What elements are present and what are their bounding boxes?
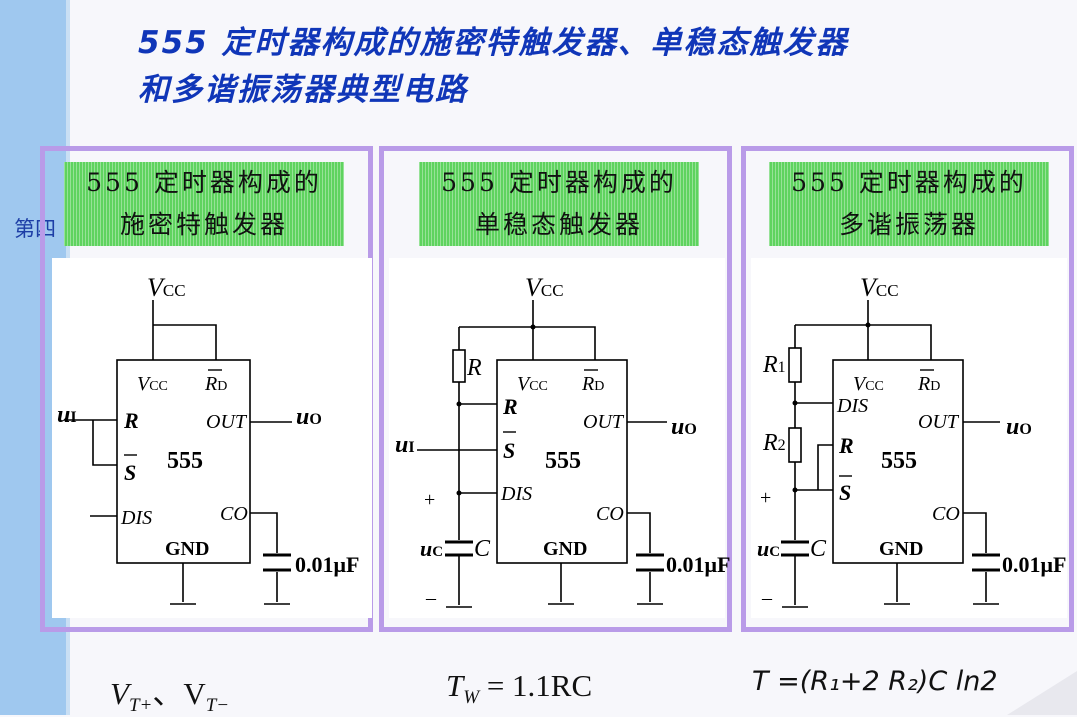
panel-header-astable: 555 定时器构成的 多谐振荡器 bbox=[769, 162, 1049, 246]
resistor-r1 bbox=[788, 347, 802, 383]
slide-title: 555 定时器构成的施密特触发器、单稳态触发器 和多谐振荡器典型电路 bbox=[138, 20, 849, 114]
panel-header-schmitt: 555 定时器构成的 施密特触发器 bbox=[64, 162, 344, 246]
pin-s-label: S bbox=[124, 460, 136, 485]
circuit-area-astable bbox=[751, 258, 1067, 618]
pin-rd-label: RD bbox=[204, 373, 227, 395]
pin-r-label: R bbox=[502, 394, 518, 419]
pin-co-label: CO bbox=[220, 503, 248, 525]
panel-header-line-1: 555 定时器构成的 bbox=[441, 168, 677, 197]
junction-dot bbox=[865, 322, 871, 328]
vcc-label: VCC bbox=[525, 273, 564, 302]
capacitor-c-label: C bbox=[810, 536, 827, 562]
panel-header-monostable: 555 定时器构成的 单稳态触发器 bbox=[419, 162, 699, 246]
chip-555-body bbox=[496, 359, 628, 564]
minus-sign: – bbox=[425, 587, 437, 609]
pin-gnd-label: GND bbox=[543, 538, 587, 560]
pin-vcc-label: VCC bbox=[137, 373, 168, 395]
capacitor-voltage-label: uC bbox=[757, 536, 780, 561]
panel-header-line-2: 施密特触发器 bbox=[119, 210, 288, 239]
resistor-cap-chain bbox=[446, 327, 472, 608]
panel-header-line-2: 多谐振荡器 bbox=[838, 210, 979, 239]
vcc-wire bbox=[795, 300, 932, 360]
resistor-r-label: R bbox=[466, 355, 482, 381]
pin-rd-label: RD bbox=[917, 373, 940, 395]
pin-out-label: OUT bbox=[583, 411, 625, 433]
input-wire bbox=[64, 419, 117, 466]
pin-rd-label: RD bbox=[581, 373, 604, 395]
pin-dis-label: DIS bbox=[120, 507, 152, 529]
gnd-wire bbox=[170, 563, 196, 605]
co-wire bbox=[250, 512, 290, 605]
vcc-wire bbox=[459, 300, 596, 360]
pin-dis-label: DIS bbox=[500, 483, 532, 505]
panel-header-line-1: 555 定时器构成的 bbox=[791, 168, 1027, 197]
minus-sign: – bbox=[761, 587, 773, 609]
gnd-wire bbox=[548, 563, 574, 605]
resistor-r bbox=[452, 349, 466, 383]
capacitor-c-label: C bbox=[474, 536, 491, 562]
output-label: uO bbox=[1006, 414, 1032, 440]
capacitor-value-label: 0.01μF bbox=[666, 552, 730, 577]
co-wire bbox=[963, 512, 999, 605]
panel-monostable bbox=[379, 146, 732, 632]
slide-title-line-1: 555 定时器构成的施密特触发器、单稳态触发器 bbox=[138, 25, 849, 61]
junction-dot bbox=[456, 401, 462, 407]
chip-555-label: 555 bbox=[881, 448, 917, 474]
chip-555-label: 555 bbox=[545, 448, 581, 474]
pin-gnd-label: GND bbox=[165, 538, 209, 560]
panel-astable bbox=[741, 146, 1074, 632]
output-label: uO bbox=[671, 414, 697, 440]
vcc-label: VCC bbox=[147, 273, 186, 302]
chip-555-body bbox=[832, 359, 964, 564]
junction-dot bbox=[792, 400, 798, 406]
sidebar-chapter-label: 第四 bbox=[14, 217, 56, 241]
pin-dis-label: DIS bbox=[836, 395, 868, 417]
resistor-r1-label: R1 bbox=[762, 352, 786, 378]
pin-s-label: S bbox=[839, 480, 851, 505]
input-label: uI bbox=[395, 432, 415, 458]
junction-dot bbox=[456, 490, 462, 496]
panel-header-line-2: 单稳态触发器 bbox=[474, 210, 643, 239]
resistor-r2 bbox=[788, 427, 802, 463]
plus-sign: + bbox=[760, 487, 771, 509]
pin-vcc-label: VCC bbox=[517, 373, 548, 395]
pin-co-label: CO bbox=[932, 503, 960, 525]
pin-co-label: CO bbox=[596, 503, 624, 525]
capacitor-voltage-label: uC bbox=[420, 536, 443, 561]
pin-out-label: OUT bbox=[206, 411, 248, 433]
gnd-wire bbox=[884, 563, 910, 605]
pin-r-label: R bbox=[123, 408, 139, 433]
circuit-area-schmitt bbox=[52, 258, 372, 618]
pin-vcc-label: VCC bbox=[853, 373, 884, 395]
junction-dot bbox=[792, 487, 798, 493]
vcc-label: VCC bbox=[860, 273, 899, 302]
output-label: uO bbox=[296, 404, 322, 430]
formula-schmitt-thresholds: VT+、VT− bbox=[110, 676, 230, 717]
capacitor-value-label: 0.01μF bbox=[1002, 552, 1066, 577]
page-curl bbox=[1007, 671, 1077, 715]
capacitor-value-label: 0.01μF bbox=[295, 552, 359, 577]
pin-s-label: S bbox=[503, 438, 515, 463]
circuit-area-monostable bbox=[389, 258, 725, 618]
formula-astable-period: T =(R₁+2 R₂)C ln2 bbox=[752, 666, 998, 697]
slide-title-line-2: 和多谐振荡器典型电路 bbox=[138, 72, 468, 108]
resistor-r2-label: R2 bbox=[762, 430, 786, 456]
pin-gnd-label: GND bbox=[879, 538, 923, 560]
pin-out-label: OUT bbox=[918, 411, 960, 433]
input-label: uI bbox=[57, 402, 77, 428]
plus-sign: + bbox=[424, 489, 435, 511]
junction-dot bbox=[530, 324, 536, 330]
panel-header-line-1: 555 定时器构成的 bbox=[86, 168, 322, 197]
pin-r-label: R bbox=[838, 433, 854, 458]
co-wire bbox=[627, 512, 663, 605]
vcc-wire bbox=[152, 300, 217, 360]
chip-555-label: 555 bbox=[167, 448, 203, 474]
threshold-dis-wire bbox=[459, 403, 497, 494]
threshold-trigger-wire bbox=[795, 444, 833, 491]
formula-monostable-pulse-width: TW = 1.1RC bbox=[446, 668, 593, 709]
